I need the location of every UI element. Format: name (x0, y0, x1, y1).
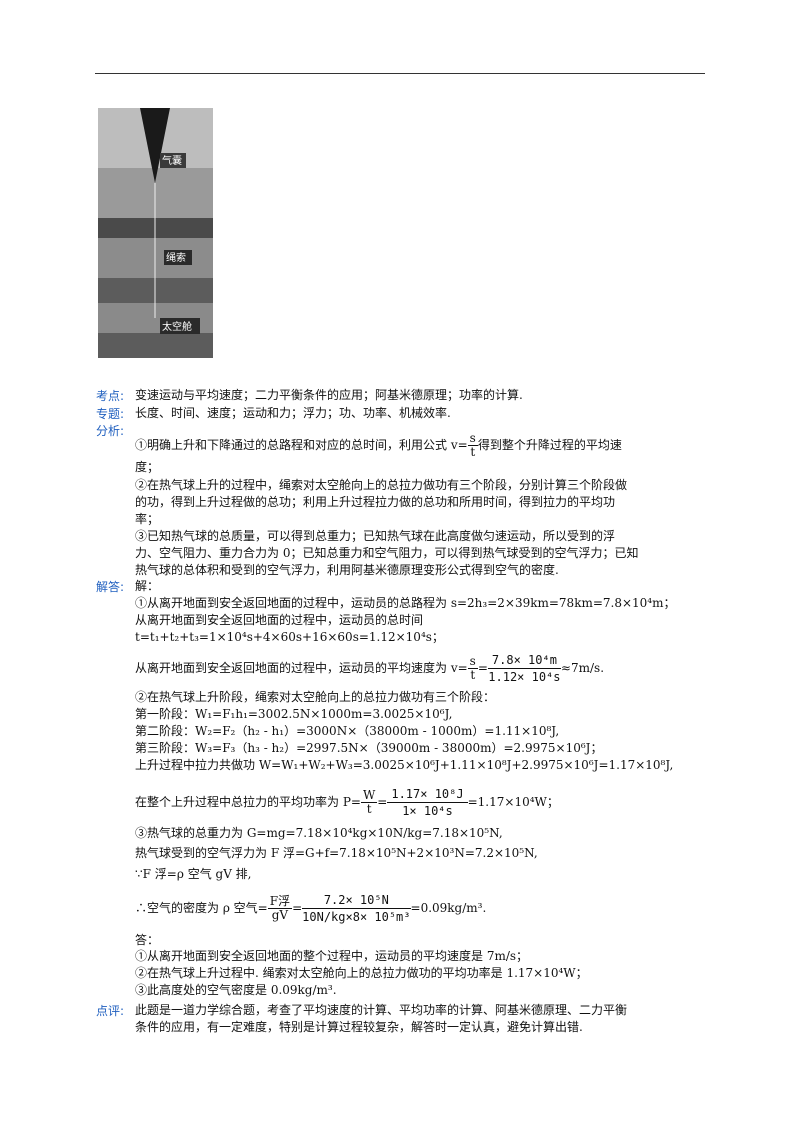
step1-line-c: t=t₁+t₂+t₃=1×10⁴s+4×60s+16×60s=1.12×10⁴s… (135, 630, 444, 644)
balloon-photo: 气囊 绳索 太空舱 (98, 108, 213, 358)
step2-stage1: 第一阶段：W₁=F₁h₁=3002.5N×1000m=3.0025×10⁶J, (135, 707, 453, 721)
fenxi-line-5: 率； (135, 512, 160, 526)
fenxi-line-4: 的功，得到上升过程做的总功；利用上升过程拉力做的总功和所用时间，得到拉力的平均功 (135, 495, 616, 509)
step2-line-a: ②在热气球上升阶段，绳索对太空舱向上的总拉力做功有三个阶段： (135, 690, 496, 704)
step3-archimedes: ∵F 浮=ρ 空气 gV 排, (135, 867, 252, 881)
fenxi-line-3: ②在热气球上升的过程中，绳索对太空舱向上的总拉力做功有三个阶段，分别计算三个阶段… (135, 478, 628, 492)
step2-stage3: 第三阶段：W₃=F₃（h₃ - h₂）=2997.5N×（39000m - 38… (135, 741, 603, 755)
fenxi-line-8: 热气球的总体积和受到的空气浮力，利用阿基米德原理变形公式得到空气的密度. (135, 563, 559, 577)
kaodian-label: 考点: (96, 389, 125, 403)
answer-label: 答： (135, 933, 160, 947)
step1-line-a: ①从离开地面到安全返回地面的过程中，运动员的总路程为 s=2h₃=2×39km=… (135, 596, 676, 610)
fenxi-line-7: 力、空气阻力、重力合力为 0；已知总重力和空气阻力，可以得到热气球受到的空气浮力… (135, 546, 639, 560)
step3-gravity: ③热气球的总重力为 G=mg=7.18×10⁴kg×10N/kg=7.18×10… (135, 826, 503, 840)
fenxi-line-2: 度； (135, 460, 160, 474)
photo-label-balloon: 气囊 (162, 154, 182, 167)
dianping-label: 点评: (96, 1004, 125, 1018)
step2-total-work: 上升过程中拉力共做功 W=W₁+W₂+W₃=3.0025×10⁶J+1.11×1… (135, 758, 674, 772)
answer-1: ①从离开地面到安全返回地面的整个过程中，运动员的平均速度是 7m/s； (135, 949, 529, 963)
step3-buoyancy: 热气球受到的空气浮力为 F 浮=G+f=7.18×10⁵N+2×10³N=7.2… (135, 846, 538, 860)
step2-stage2: 第二阶段：W₂=F₂（h₂ - h₁）=3000N×（38000m - 1000… (135, 724, 560, 738)
fenxi-line-6: ③已知热气球的总质量，可以得到总重力；已知热气球在此高度做匀速运动，所以受到的浮 (135, 529, 616, 543)
jieda-label: 解答: (96, 580, 125, 594)
fenxi-label: 分析: (96, 424, 125, 438)
step1-line-b: 从离开地面到安全返回地面的过程中，运动员的总时间 (135, 613, 424, 627)
dianping-line-2: 条件的应用，有一定难度，特别是计算过程较复杂，解答时一定认真，避免计算出错. (135, 1020, 583, 1034)
photo-label-capsule: 太空舱 (162, 320, 192, 333)
photo-label-rope: 绳索 (166, 251, 186, 264)
zhuanti-text: 长度、时间、速度；运动和力；浮力；功、功率、机械效率. (135, 406, 451, 420)
zhuanti-label: 专题: (96, 407, 125, 421)
top-rule (95, 73, 705, 74)
answer-3: ③此高度处的空气密度是 0.09kg/m³. (135, 983, 337, 997)
answer-2: ②在热气球上升过程中. 绳索对太空舱向上的总拉力做功的平均功率是 1.17×10… (135, 966, 588, 980)
jieda-start: 解： (135, 579, 160, 593)
dianping-line-1: 此题是一道力学综合题，考查了平均速度的计算、平均功率的计算、阿基米德原理、二力平… (135, 1003, 628, 1017)
kaodian-text: 变速运动与平均速度；二力平衡条件的应用；阿基米德原理；功率的计算. (135, 388, 523, 402)
